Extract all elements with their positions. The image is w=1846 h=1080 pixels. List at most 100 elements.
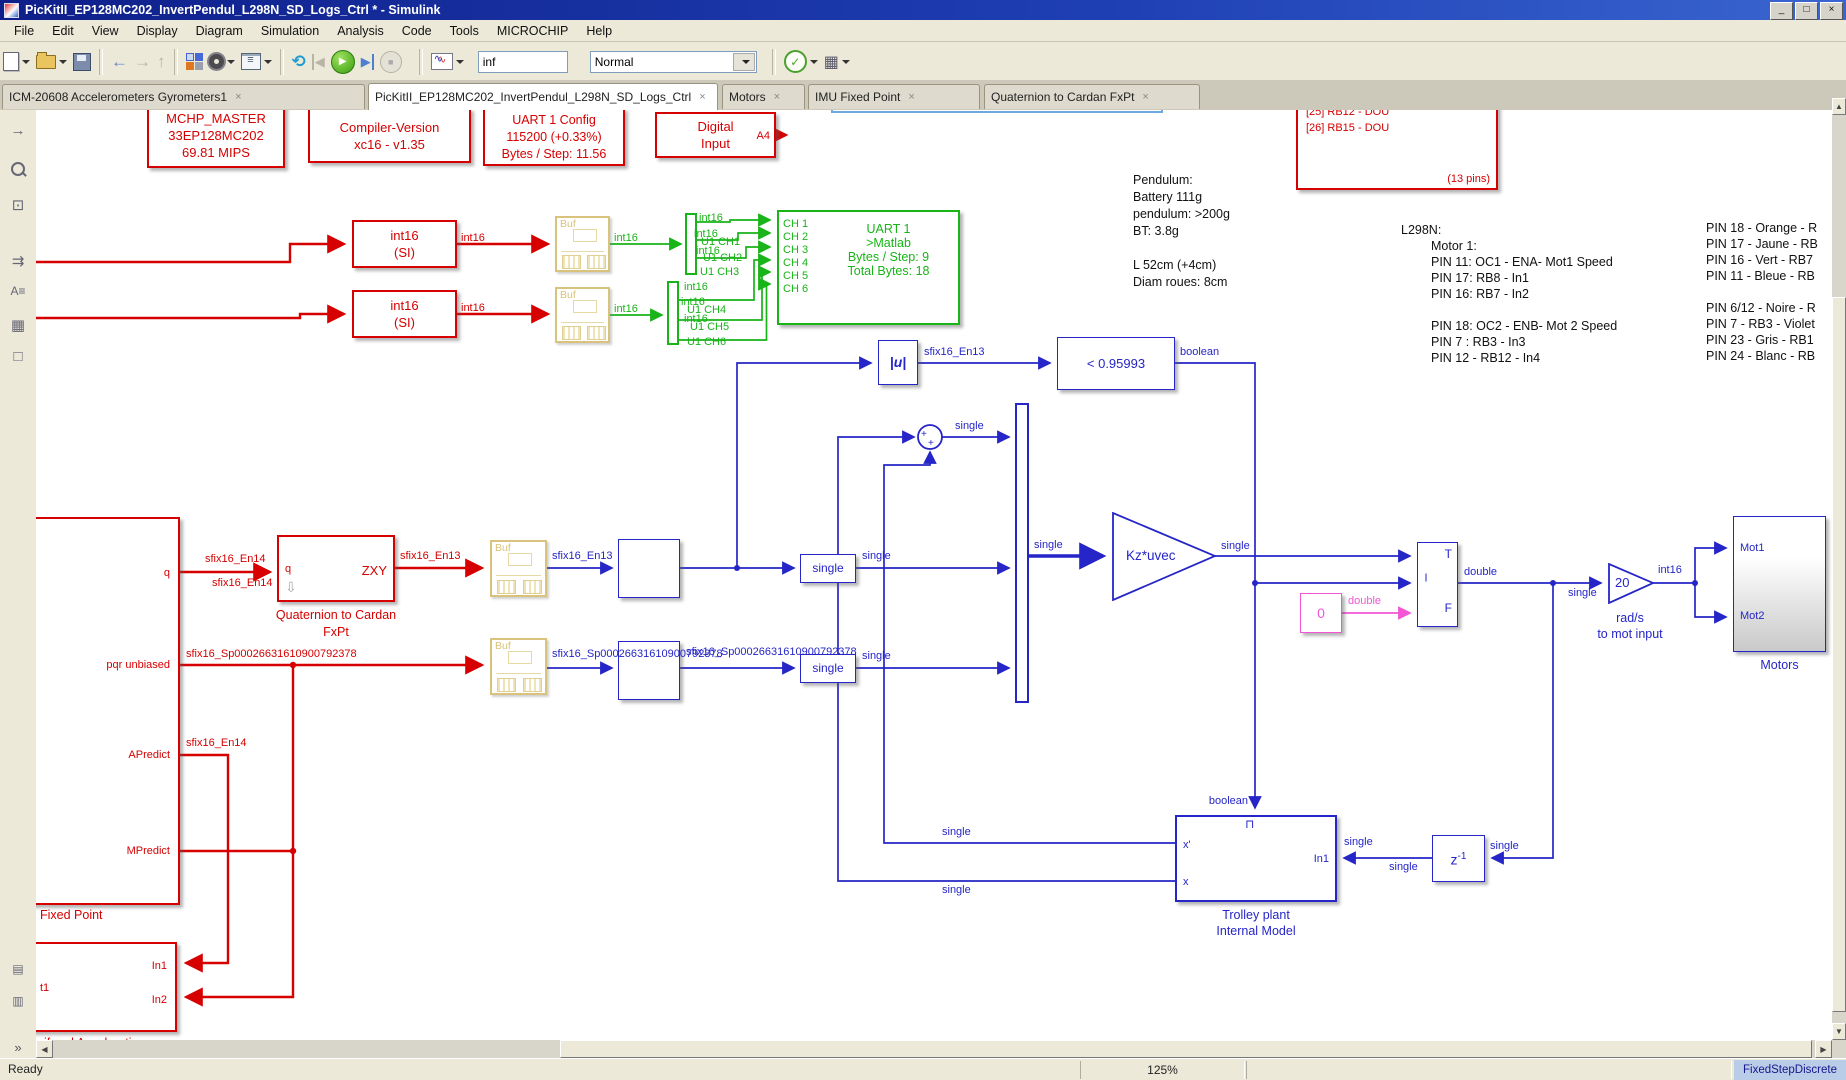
tab-imu-fixed-point[interactable]: IMU Fixed Point×: [808, 84, 980, 109]
run-button[interactable]: ▶: [328, 48, 358, 76]
open-button[interactable]: [33, 48, 70, 76]
minimize-button[interactable]: _: [1770, 2, 1793, 20]
menu-edit[interactable]: Edit: [52, 23, 74, 38]
library-browser-button[interactable]: [183, 48, 206, 76]
title-bar[interactable]: PicKitII_EP128MC202_InvertPendul_L298N_S…: [0, 0, 1846, 20]
block-digital-output-pins[interactable]: [25] RB12 - DOU [26] RB15 - DOU (13 pins…: [1296, 110, 1498, 190]
simulation-display-button[interactable]: ∿∿: [428, 48, 467, 76]
tab-motors[interactable]: Motors×: [722, 84, 805, 109]
menu-simulation[interactable]: Simulation: [260, 23, 320, 38]
block-selector-2[interactable]: [618, 641, 680, 700]
annotation-pendulum[interactable]: Pendulum: Battery 111g pendulum: >200g B…: [1133, 173, 1230, 289]
tab-icm20608[interactable]: ICM-20608 Accelerometers Gyrometers1×: [2, 84, 365, 109]
sim-mode-select[interactable]: Normal: [589, 50, 757, 73]
scroll-up-icon[interactable]: ▲: [1832, 98, 1846, 115]
menu-display[interactable]: Display: [136, 23, 178, 38]
horizontal-scrollbar[interactable]: ◀ ▶: [36, 1040, 1832, 1058]
back-icon: ←: [111, 51, 128, 71]
maximize-button[interactable]: □: [1795, 2, 1818, 20]
block-constant-zero[interactable]: 0: [1300, 593, 1342, 633]
palette-bottom-icon-1[interactable]: ▤: [12, 962, 24, 976]
status-bar: Ready 125% FixedStepDiscrete: [0, 1058, 1846, 1080]
menu-help[interactable]: Help: [586, 23, 613, 38]
tab-close-icon[interactable]: ×: [908, 91, 915, 103]
canvas-tool-palette: → ⊡ ⇉ A≡ ▦ □ ▤ ▥: [0, 110, 37, 1040]
update-diagram-button[interactable]: ⟲: [289, 48, 309, 76]
deploy-button[interactable]: ▦: [821, 48, 853, 76]
tab-close-icon[interactable]: ×: [1142, 91, 1149, 103]
close-button[interactable]: ×: [1820, 2, 1843, 20]
block-gain-20[interactable]: [1608, 563, 1654, 604]
step-forward-button[interactable]: ▶: [358, 48, 377, 76]
split-icon[interactable]: ⇉: [11, 253, 25, 270]
stop-button[interactable]: ■: [377, 48, 405, 76]
menu-file[interactable]: File: [14, 23, 35, 38]
model-explorer-button[interactable]: [238, 48, 275, 76]
block-int16-si-1[interactable]: int16(SI): [352, 220, 457, 268]
sim-mode-dropdown-icon[interactable]: [732, 52, 755, 71]
sim-stop-time-input[interactable]: [477, 50, 568, 73]
model-settings-button[interactable]: [206, 48, 238, 76]
block-convert-single-1[interactable]: single: [800, 554, 856, 583]
block-imu-fixed-point[interactable]: q pqr unbiased APredict MPredict: [36, 517, 180, 905]
up-button[interactable]: ↑: [154, 48, 169, 76]
tab-close-icon[interactable]: ×: [235, 91, 242, 103]
vertical-scrollbar[interactable]: ▲ ▼: [1832, 98, 1846, 1040]
fit-view-icon[interactable]: ⊡: [11, 197, 25, 214]
block-unit-delay[interactable]: z-1: [1432, 835, 1485, 882]
block-selector-1[interactable]: [618, 539, 680, 598]
scroll-left-icon[interactable]: ◀: [36, 1040, 53, 1058]
back-button[interactable]: ←: [108, 48, 131, 76]
block-buffer-3[interactable]: Buf: [490, 540, 547, 597]
save-button[interactable]: [70, 48, 94, 76]
menu-view[interactable]: View: [91, 23, 119, 38]
palette-more-icon[interactable]: »: [14, 1040, 22, 1055]
annotation-wire-colors[interactable]: PIN 18 - Orange - R PIN 17 - Jaune - RB …: [1706, 221, 1818, 363]
block-centrifugal-acceleration[interactable]: In1 In2 t1: [36, 942, 177, 1032]
forward-button[interactable]: →: [131, 48, 154, 76]
block-buffer-1[interactable]: Buf: [555, 216, 610, 272]
menu-analysis[interactable]: Analysis: [337, 23, 384, 38]
scroll-down-icon[interactable]: ▼: [1832, 1023, 1846, 1040]
block-abs[interactable]: |u|: [878, 340, 918, 385]
menu-diagram[interactable]: Diagram: [195, 23, 243, 38]
new-model-button[interactable]: [0, 48, 33, 76]
tab-pickit-active[interactable]: PicKitII_EP128MC202_InvertPendul_L298N_S…: [368, 83, 718, 110]
menu-tools[interactable]: Tools: [449, 23, 479, 38]
block-buffer-2[interactable]: Buf: [555, 287, 610, 343]
signal-label: double: [1464, 566, 1498, 578]
palette-bottom-icon-2[interactable]: ▥: [12, 994, 24, 1008]
hide-browser-icon[interactable]: →: [10, 122, 26, 139]
block-switch[interactable]: T F: [1417, 542, 1458, 627]
block-convert-single-2[interactable]: single: [800, 654, 856, 683]
annotation-l298n[interactable]: L298N: Motor 1: PIN 11: OC1 - ENA- Mot1 …: [1401, 223, 1618, 365]
block-gain-kz[interactable]: [1112, 512, 1216, 601]
block-quaternion-to-cardan[interactable]: q ZXY ⇩: [277, 535, 395, 602]
annotation-icon[interactable]: A≡: [10, 284, 26, 298]
block-int16-si-2[interactable]: int16(SI): [352, 290, 457, 338]
region-icon[interactable]: □: [13, 348, 23, 365]
block-uart1-matlab[interactable]: CH 1 CH 2 CH 3 CH 4 CH 5 CH 6 UART 1 >Ma…: [777, 210, 960, 325]
vertical-scroll-thumb[interactable]: [1832, 297, 1846, 1012]
tab-close-icon[interactable]: ×: [773, 91, 781, 103]
scroll-right-icon[interactable]: ▶: [1815, 1040, 1832, 1058]
tab-close-icon[interactable]: ×: [699, 91, 706, 103]
tab-quaternion[interactable]: Quaternion to Cardan FxPt×: [984, 84, 1200, 109]
zoom-icon[interactable]: [11, 162, 25, 176]
horizontal-scroll-thumb[interactable]: [560, 1040, 1812, 1058]
step-back-button[interactable]: ◀: [309, 48, 328, 76]
block-motors[interactable]: Mot1 Mot2: [1733, 516, 1826, 652]
menu-microchip[interactable]: MICROCHIP: [496, 23, 569, 38]
up-icon: ↑: [157, 51, 166, 71]
menu-code[interactable]: Code: [401, 23, 432, 38]
block-trolley-plant[interactable]: x' x In1 ⊓: [1175, 815, 1337, 902]
block-compare-to-constant[interactable]: < 0.95993: [1057, 337, 1175, 390]
image-icon[interactable]: ▦: [10, 317, 26, 334]
build-check-button[interactable]: ✓: [781, 48, 821, 76]
block-buffer-4[interactable]: Buf: [490, 638, 547, 695]
